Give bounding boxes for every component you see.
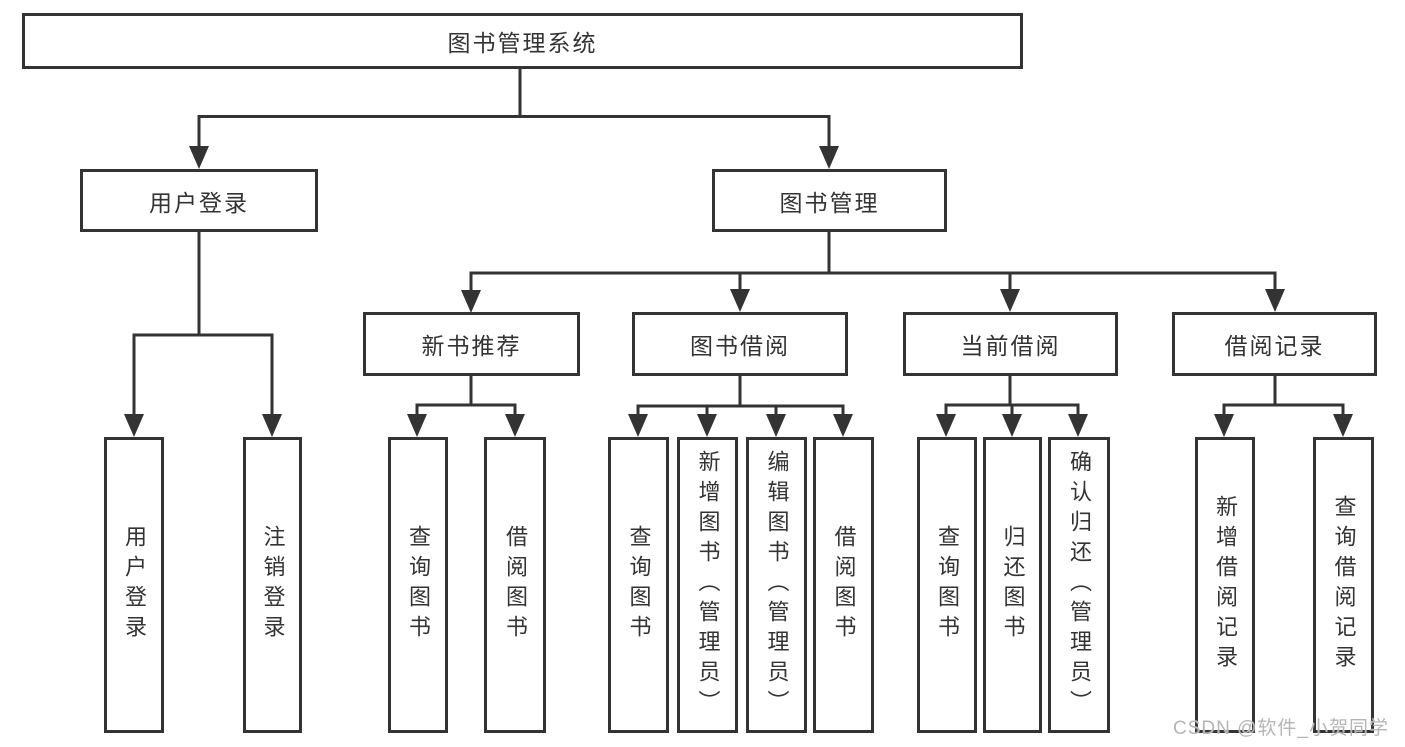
leaf-query-books: 查询图书 [388, 437, 448, 733]
leaf-label: 编辑图书（管理员） [764, 450, 790, 720]
node-library-management-system: 图书管理系统 [22, 13, 1023, 69]
node-borrowing-records: 借阅记录 [1172, 312, 1377, 376]
node-label: 图书管理系统 [447, 30, 598, 56]
leaf-label: 确认归还（管理员） [1067, 450, 1092, 720]
leaf-label: 查询图书 [935, 525, 960, 645]
leaf-add-borrow-record: 新增借阅记录 [1195, 437, 1255, 733]
leaf-label: 用户登录 [122, 525, 147, 645]
csdn-watermark: CSDN @软件_小贺同学 [1173, 718, 1389, 739]
node-new-book-recommendation: 新书推荐 [363, 312, 580, 376]
leaf-label: 查询图书 [626, 525, 652, 645]
leaf-label: 借阅图书 [503, 525, 528, 645]
node-current-borrowing: 当前借阅 [903, 312, 1118, 376]
leaf-query-books: 查询图书 [608, 437, 669, 733]
leaf-query-books: 查询图书 [917, 437, 977, 733]
leaf-label: 查询图书 [406, 525, 431, 645]
leaf-label: 借阅图书 [831, 525, 857, 645]
node-label: 借阅记录 [1224, 333, 1325, 359]
leaf-confirm-return-admin: 确认归还（管理员） [1048, 437, 1110, 733]
leaf-user-login: 用户登录 [104, 437, 164, 733]
leaf-edit-book-admin: 编辑图书（管理员） [746, 437, 807, 733]
node-book-borrowing: 图书借阅 [632, 312, 848, 376]
node-book-management: 图书管理 [712, 169, 947, 232]
node-label: 当前借阅 [960, 333, 1061, 359]
leaf-return-book: 归还图书 [983, 437, 1042, 733]
node-label: 用户登录 [149, 189, 249, 216]
leaf-label: 新增图书（管理员） [695, 450, 721, 720]
leaf-label: 查询借阅记录 [1331, 495, 1357, 675]
leaf-label: 新增借阅记录 [1213, 495, 1238, 675]
leaf-label: 归还图书 [1000, 525, 1026, 645]
leaf-logout: 注销登录 [243, 437, 302, 733]
node-label: 图书借阅 [690, 333, 790, 359]
leaf-label: 注销登录 [260, 525, 286, 645]
node-label: 图书管理 [779, 189, 880, 216]
leaf-borrow-books: 借阅图书 [813, 437, 874, 733]
leaf-borrow-books: 借阅图书 [484, 437, 546, 733]
leaf-add-book-admin: 新增图书（管理员） [677, 437, 738, 733]
node-user-login: 用户登录 [80, 169, 318, 232]
leaf-query-borrow-record: 查询借阅记录 [1313, 437, 1374, 733]
node-label: 新书推荐 [421, 333, 522, 359]
